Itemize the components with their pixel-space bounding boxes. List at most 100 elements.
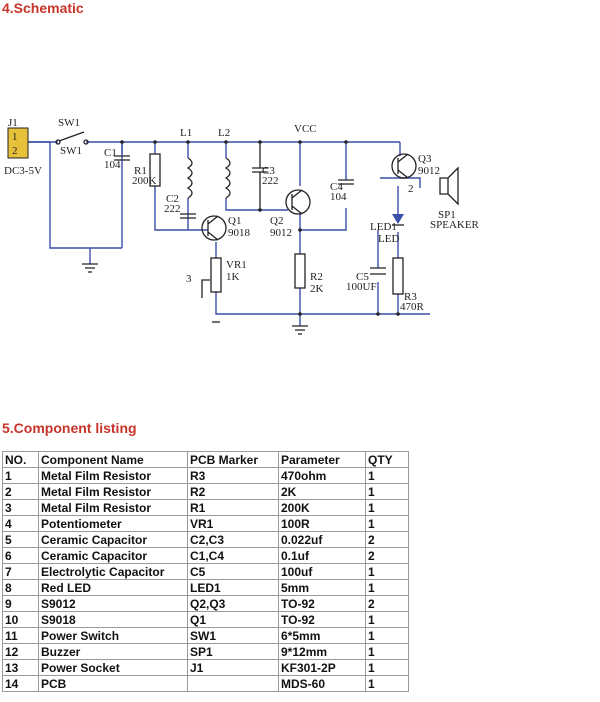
table-cell: 1	[365, 579, 409, 596]
circuit-wire	[377, 186, 399, 314]
table-cell: S9018	[38, 611, 188, 628]
table-cell: S9012	[38, 595, 188, 612]
table-cell: 11	[2, 627, 39, 644]
potentiometer-icon	[210, 257, 222, 293]
table-cell: 9	[2, 595, 39, 612]
table-cell: 7	[2, 563, 39, 580]
table-cell: MDS-60	[278, 675, 366, 692]
column-header: Parameter	[278, 451, 366, 468]
component-label: C3	[262, 165, 275, 177]
table-cell: 200K	[278, 499, 366, 516]
component-label: 9018	[228, 227, 251, 239]
component-label: R2	[310, 271, 323, 283]
component-label: Q3	[418, 153, 432, 165]
table-cell	[187, 675, 279, 692]
table-cell: LED1	[187, 579, 279, 596]
component-label: R3	[404, 291, 417, 303]
component-table: NO. Component Name PCB Marker Parameter …	[2, 451, 409, 692]
circuit-wire	[215, 142, 430, 315]
table-cell: C5	[187, 563, 279, 580]
table-cell: 2K	[278, 483, 366, 500]
circuit-wire	[120, 140, 124, 144]
ground-icon	[82, 263, 98, 273]
table-cell: 6*5mm	[278, 627, 366, 644]
table-cell: Ceramic Capacitor	[38, 547, 188, 564]
component-label: 9012	[270, 227, 292, 239]
table-cell: KF301-2P	[278, 659, 366, 676]
component-label: 1	[12, 131, 18, 143]
table-cell: 2	[2, 483, 39, 500]
table-cell: PCB	[38, 675, 188, 692]
table-cell: Red LED	[38, 579, 188, 596]
table-cell: SP1	[187, 643, 279, 660]
circuit-wire	[207, 215, 219, 241]
component-label: 100UF	[346, 281, 377, 293]
table-cell: 2	[365, 531, 409, 548]
circuit-wire	[397, 153, 409, 179]
component-label: SW1	[60, 145, 82, 157]
component-label: 222	[164, 203, 181, 215]
circuit-wire	[298, 228, 302, 232]
component-label: 200K	[132, 175, 157, 187]
table-cell: 1	[365, 627, 409, 644]
table-cell: R3	[187, 467, 279, 484]
table-cell: 1	[365, 515, 409, 532]
table-cell: 1	[365, 675, 409, 692]
table-cell: 3	[2, 499, 39, 516]
circuit-wire	[344, 140, 348, 144]
circuit-wire	[396, 312, 400, 316]
circuit-wire	[153, 140, 157, 144]
circuit-wire	[298, 140, 302, 144]
table-cell: Power Switch	[38, 627, 188, 644]
component-listing-heading: 5.Component listing	[2, 420, 137, 436]
component-label: DC3-5V	[4, 165, 42, 177]
capacitor-icon	[180, 213, 196, 219]
table-cell: VR1	[187, 515, 279, 532]
component-label: R1	[134, 165, 147, 177]
speaker-icon	[439, 166, 459, 206]
circuit-wire	[258, 208, 262, 212]
table-cell: Ceramic Capacitor	[38, 531, 188, 548]
schematic-heading: 4.Schematic	[2, 0, 84, 16]
component-label: LED	[378, 233, 399, 245]
table-cell: 5mm	[278, 579, 366, 596]
circuit-wire	[83, 139, 89, 145]
circuit-wire	[225, 142, 288, 211]
component-label: J1	[8, 117, 18, 129]
table-cell: 470ohm	[278, 467, 366, 484]
circuit-wire	[380, 177, 421, 188]
circuit-wire	[300, 142, 347, 231]
table-cell: Metal Film Resistor	[38, 483, 188, 500]
component-label: C1	[104, 147, 117, 159]
table-cell: 14	[2, 675, 39, 692]
table-cell: 100R	[278, 515, 366, 532]
table-cell: Buzzer	[38, 643, 188, 660]
table-cell: J1	[187, 659, 279, 676]
table-cell: Metal Film Resistor	[38, 499, 188, 516]
capacitor-icon	[338, 179, 354, 185]
electrolytic-capacitor-icon	[370, 267, 386, 275]
table-cell: TO-92	[278, 611, 366, 628]
table-cell: 1	[365, 659, 409, 676]
component-label: VCC	[294, 123, 317, 135]
transistor-icon	[201, 215, 227, 241]
component-label: 1K	[226, 271, 240, 283]
table-cell: C1,C4	[187, 547, 279, 564]
table-cell: 1	[365, 643, 409, 660]
circuit-wire	[376, 312, 380, 316]
table-header-row: NO. Component Name PCB Marker Parameter …	[2, 451, 409, 468]
table-cell: SW1	[187, 627, 279, 644]
table-cell: 1	[365, 563, 409, 580]
component-label: SPEAKER	[430, 219, 480, 231]
column-header: Component Name	[38, 451, 188, 468]
component-label: 470R	[400, 301, 425, 313]
table-cell: 1	[2, 467, 39, 484]
component-label: 3	[186, 273, 192, 285]
table-cell: Power Socket	[38, 659, 188, 676]
